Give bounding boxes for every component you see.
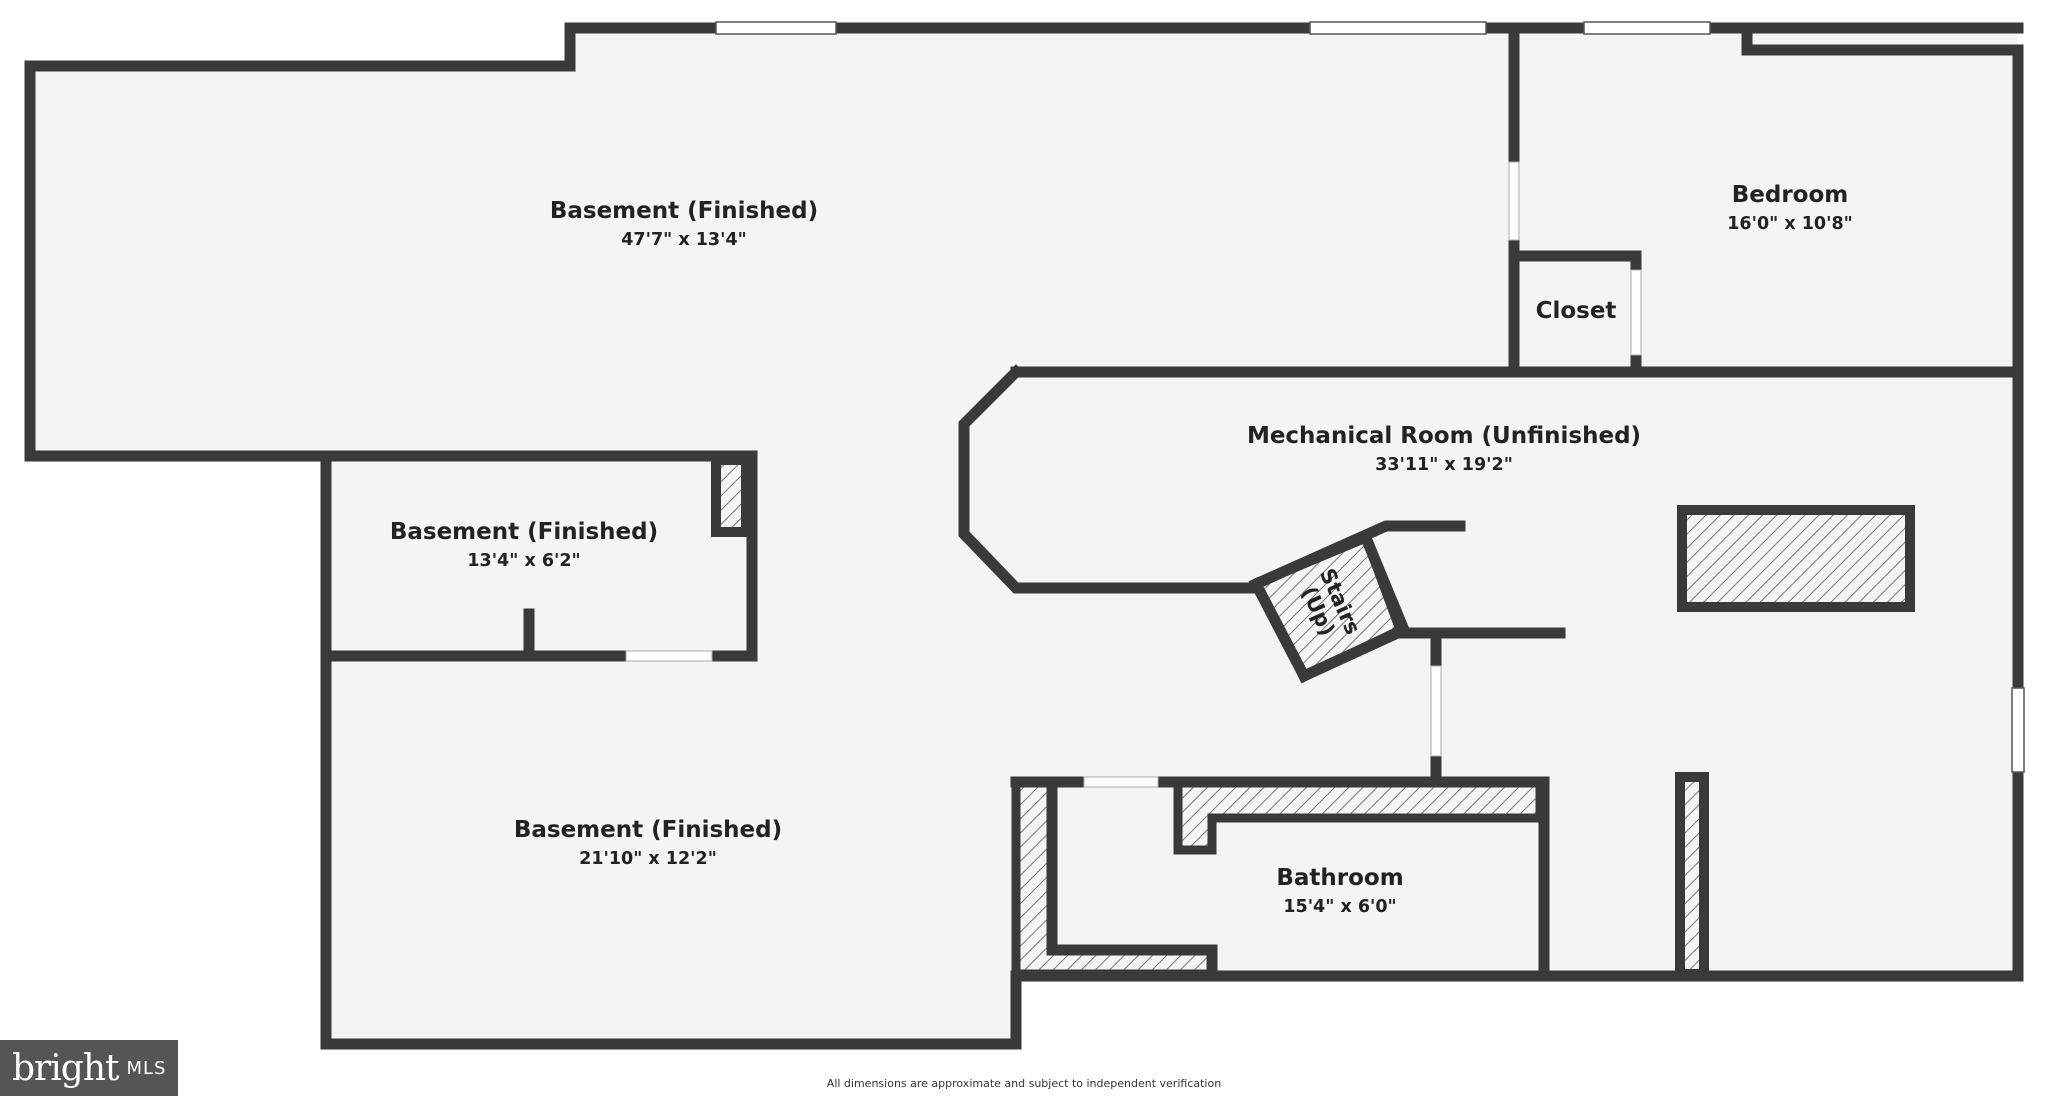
- room-name-bathroom: Bathroom: [1276, 865, 1403, 891]
- logo-word: bright: [12, 1047, 119, 1089]
- door-openings: [625, 161, 1642, 788]
- logo-suffix: MLS: [126, 1057, 167, 1079]
- room-name-closet: Closet: [1536, 298, 1617, 324]
- room-dims-mechanical: 33'11" x 19'2": [1375, 455, 1513, 475]
- room-dims-basement-small: 13'4" x 6'2": [467, 551, 580, 571]
- bright-mls-logo: bright MLS: [0, 1040, 178, 1096]
- room-dims-bedroom: 16'0" x 10'8": [1727, 214, 1852, 234]
- room-name-basement-main: Basement (Finished): [550, 198, 818, 224]
- room-name-basement-lower: Basement (Finished): [514, 817, 782, 843]
- room-name-mechanical: Mechanical Room (Unfinished): [1247, 423, 1641, 449]
- walls: [24, 22, 2024, 1050]
- room-dims-basement-lower: 21'10" x 12'2": [579, 849, 717, 869]
- windows: [715, 21, 2025, 773]
- hatched-fixtures: [711, 455, 1915, 979]
- room-dims-bathroom: 15'4" x 6'0": [1283, 897, 1396, 917]
- room-name-basement-small: Basement (Finished): [390, 519, 658, 545]
- room-name-bedroom: Bedroom: [1732, 182, 1849, 208]
- disclaimer-text: All dimensions are approximate and subje…: [826, 1077, 1222, 1090]
- room-dims-basement-main: 47'7" x 13'4": [621, 230, 746, 250]
